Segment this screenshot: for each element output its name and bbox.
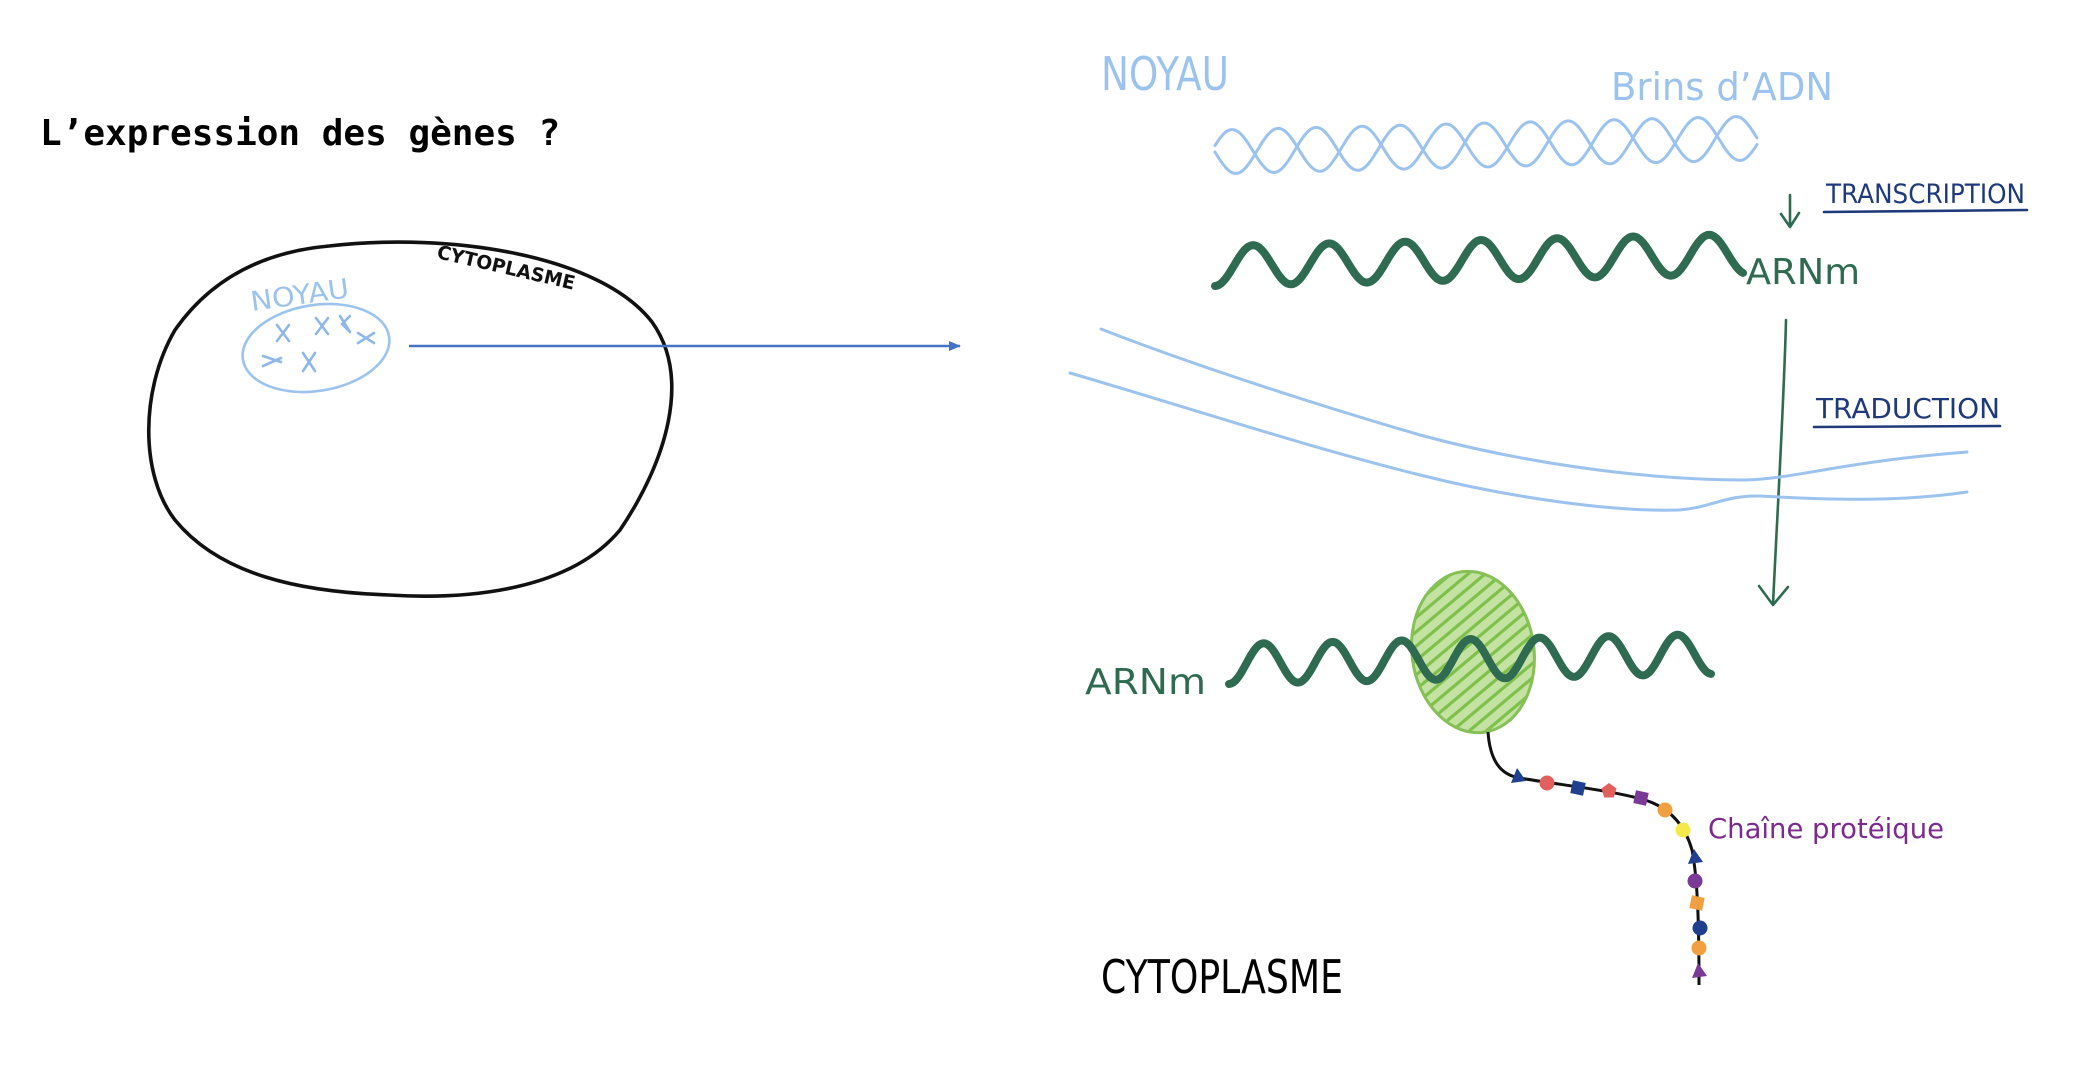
nuclear-envelope-outer <box>1068 371 1969 512</box>
cell-membrane <box>147 240 674 598</box>
chromosome <box>338 314 352 334</box>
translation-arrow <box>1757 318 1790 607</box>
cell-nucleus-label: NOYAU <box>249 273 351 317</box>
mrna-label-cytoplasm: ARNm <box>1085 662 1206 703</box>
chromosomes <box>261 314 376 373</box>
protein-chain-label: Chaîne protéique <box>1708 812 1944 845</box>
mrna-label-nucleus: ARNm <box>1746 252 1860 293</box>
mrna-strand-cytoplasm <box>1225 630 1715 688</box>
protein-bead-square <box>1633 790 1649 806</box>
chromosome <box>261 354 283 368</box>
protein-bead-circle <box>1539 775 1555 791</box>
translation-underline <box>1812 424 2002 429</box>
dna-label: Brins d’ADN <box>1611 65 1833 109</box>
protein-bead-pentagon <box>1601 783 1617 798</box>
chromosome <box>314 316 330 336</box>
cell-nucleus <box>241 302 391 394</box>
nuclear-envelope <box>1068 327 1969 512</box>
chromosome <box>275 323 291 343</box>
page-title: L’expression des gènes ? <box>40 113 560 154</box>
protein-bead-circle <box>1687 873 1703 889</box>
cytoplasm-zoom: ARNm Chaîne protéique CYTOPLASME <box>1085 569 1944 1004</box>
chromosome <box>301 351 317 373</box>
zoom-nucleus-label: NOYAU <box>1101 47 1229 101</box>
transcription-label: TRANSCRIPTION <box>1825 179 2025 210</box>
dna-strand <box>1213 115 1759 174</box>
transcription-underline <box>1822 208 2029 214</box>
protein-bead-triangle <box>1511 768 1526 783</box>
protein-chain <box>1486 731 1701 986</box>
chromosome <box>356 331 376 345</box>
cell: CYTOPLASME NOYAU <box>147 240 674 598</box>
cell-cytoplasm-label: CYTOPLASME <box>435 241 577 294</box>
protein-bead-square <box>1570 780 1586 796</box>
protein-bead-circle <box>1657 802 1673 818</box>
nucleus-zoom: NOYAU Brins d’ADN TRANSCRIPTION ARNm TRA… <box>1068 47 2029 607</box>
translation-label: TRADUCTION <box>1815 392 2000 425</box>
protein-bead-circle <box>1675 822 1691 838</box>
nuclear-envelope-inner <box>1099 327 1969 482</box>
mrna-strand-nucleus <box>1211 230 1747 290</box>
protein-beads <box>1511 768 1708 978</box>
protein-bead-triangle <box>1692 963 1707 978</box>
protein-bead-square <box>1689 895 1705 911</box>
dna-helix <box>1213 115 1759 175</box>
protein-bead-circle <box>1692 920 1708 936</box>
protein-bead-circle <box>1691 940 1707 956</box>
transcription-arrow <box>1779 193 1801 229</box>
protein-bead-triangle <box>1688 849 1703 864</box>
zoom-cytoplasm-label: CYTOPLASME <box>1101 950 1343 1004</box>
dna-strand <box>1213 116 1759 175</box>
